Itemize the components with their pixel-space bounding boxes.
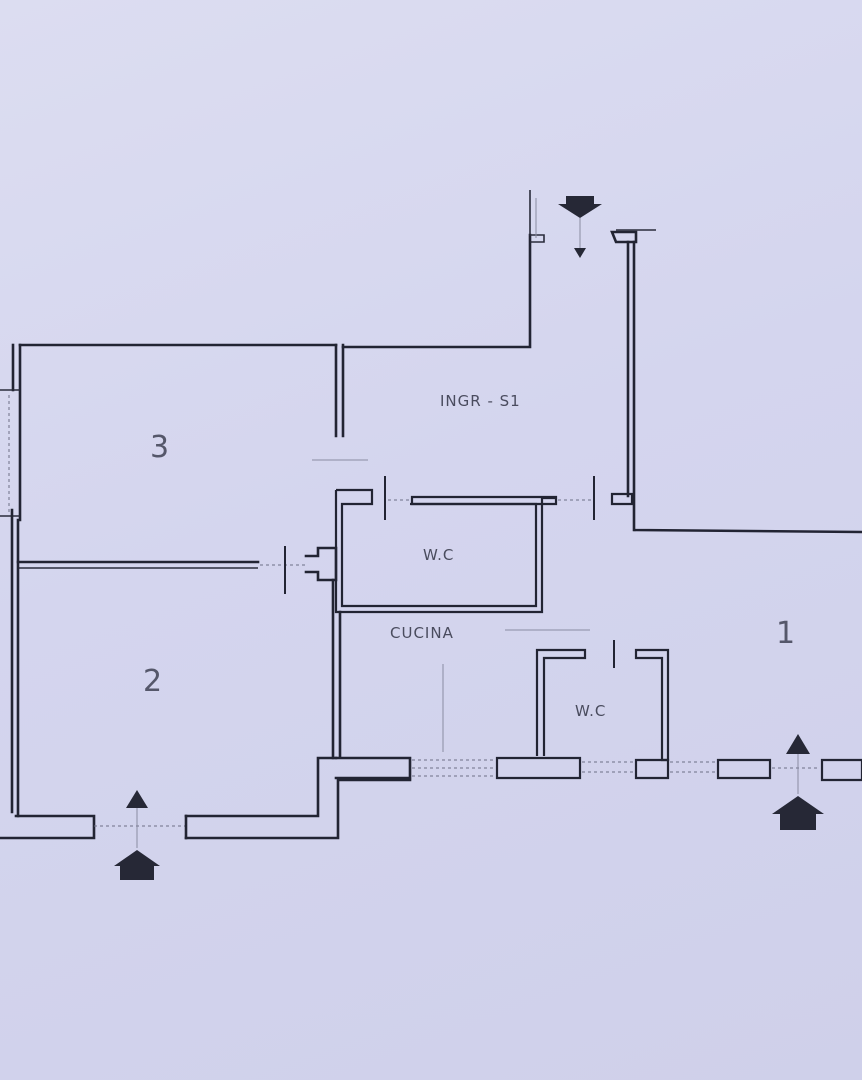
room-2-walls (0, 508, 412, 840)
bottom-wall (334, 756, 862, 782)
room-1-label: 1 (776, 616, 796, 651)
wc-lower-label: W.C (575, 702, 607, 720)
arrow-up-icon (772, 734, 824, 830)
room-2-label: 2 (143, 664, 163, 699)
wc-upper-label: W.C (423, 546, 455, 564)
wall-3-2 (16, 546, 338, 594)
arrow-down-icon (558, 196, 602, 258)
room-3-label: 3 (150, 430, 170, 465)
kitchen-label: CUCINA (390, 624, 454, 642)
wc-upper-walls (334, 476, 634, 614)
room-3-walls (0, 343, 368, 522)
entrance-walls (341, 190, 862, 534)
entrance-label: INGR - S1 (440, 392, 521, 410)
arrow-up-icon (114, 790, 160, 880)
